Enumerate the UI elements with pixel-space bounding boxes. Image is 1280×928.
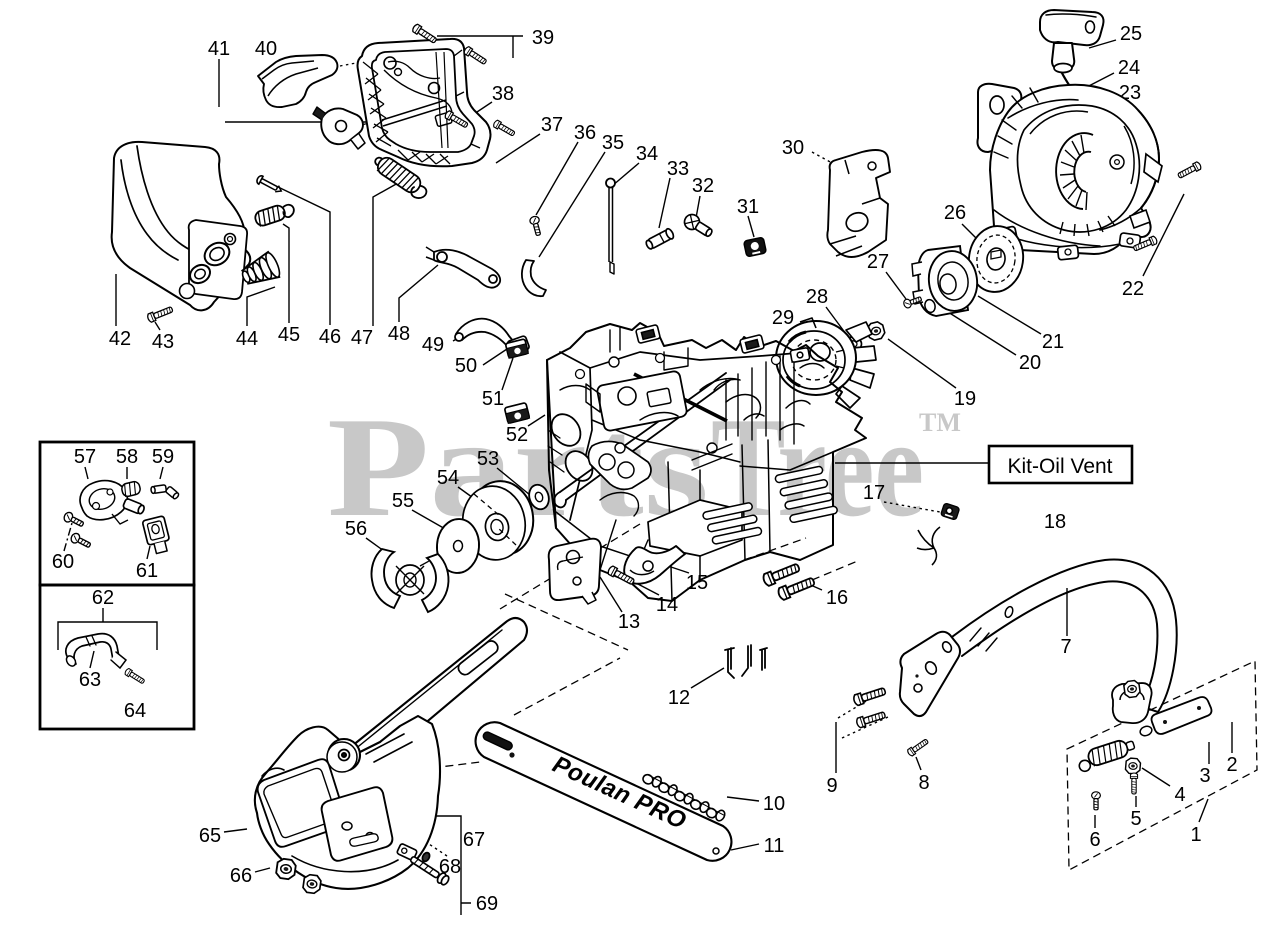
svg-text:41: 41 <box>208 38 230 60</box>
svg-text:25: 25 <box>1120 23 1142 45</box>
svg-text:6: 6 <box>1089 829 1100 851</box>
svg-text:Kit-Oil Vent: Kit-Oil Vent <box>1007 455 1112 478</box>
svg-text:39: 39 <box>532 27 554 49</box>
svg-text:59: 59 <box>152 446 174 468</box>
svg-text:28: 28 <box>806 286 828 308</box>
svg-text:32: 32 <box>692 175 714 197</box>
svg-text:57: 57 <box>74 446 96 468</box>
svg-text:30: 30 <box>782 137 804 159</box>
svg-text:21: 21 <box>1042 331 1064 353</box>
svg-text:4: 4 <box>1174 784 1185 806</box>
svg-text:20: 20 <box>1019 352 1041 374</box>
svg-text:19: 19 <box>954 388 976 410</box>
svg-text:12: 12 <box>668 687 690 709</box>
svg-text:61: 61 <box>136 560 158 582</box>
svg-text:46: 46 <box>319 326 341 348</box>
svg-text:9: 9 <box>826 775 837 797</box>
svg-text:64: 64 <box>124 700 146 722</box>
svg-text:37: 37 <box>541 114 563 136</box>
svg-text:1: 1 <box>1190 824 1201 846</box>
svg-text:31: 31 <box>737 196 759 218</box>
svg-text:33: 33 <box>667 158 689 180</box>
svg-text:3: 3 <box>1199 765 1210 787</box>
svg-text:51: 51 <box>482 388 504 410</box>
svg-text:14: 14 <box>656 594 678 616</box>
svg-text:34: 34 <box>636 143 658 165</box>
svg-text:47: 47 <box>351 327 373 349</box>
svg-text:22: 22 <box>1122 278 1144 300</box>
svg-text:50: 50 <box>455 355 477 377</box>
svg-text:55: 55 <box>392 490 414 512</box>
svg-text:49: 49 <box>422 334 444 356</box>
svg-text:52: 52 <box>506 424 528 446</box>
svg-text:5: 5 <box>1130 808 1141 830</box>
svg-text:58: 58 <box>116 446 138 468</box>
svg-text:48: 48 <box>388 323 410 345</box>
svg-text:44: 44 <box>236 328 258 350</box>
svg-text:24: 24 <box>1118 57 1140 79</box>
svg-text:7: 7 <box>1060 636 1071 658</box>
svg-text:60: 60 <box>52 551 74 573</box>
svg-text:18: 18 <box>1044 511 1066 533</box>
svg-text:66: 66 <box>230 865 252 887</box>
svg-text:56: 56 <box>345 518 367 540</box>
svg-text:29: 29 <box>772 307 794 329</box>
svg-text:63: 63 <box>79 669 101 691</box>
svg-text:40: 40 <box>255 38 277 60</box>
svg-text:27: 27 <box>867 251 889 273</box>
svg-text:16: 16 <box>826 587 848 609</box>
svg-text:10: 10 <box>763 793 785 815</box>
svg-text:26: 26 <box>944 202 966 224</box>
svg-text:65: 65 <box>199 825 221 847</box>
svg-text:43: 43 <box>152 331 174 353</box>
svg-text:13: 13 <box>618 611 640 633</box>
svg-text:11: 11 <box>764 835 785 857</box>
svg-text:69: 69 <box>476 893 498 915</box>
svg-text:8: 8 <box>918 772 929 794</box>
svg-text:36: 36 <box>574 122 596 144</box>
svg-text:62: 62 <box>92 587 114 609</box>
svg-text:45: 45 <box>278 324 300 346</box>
svg-text:17: 17 <box>863 482 885 504</box>
svg-text:53: 53 <box>477 448 499 470</box>
svg-text:2: 2 <box>1226 754 1237 776</box>
svg-text:54: 54 <box>437 467 459 489</box>
svg-text:42: 42 <box>109 328 131 350</box>
svg-text:35: 35 <box>602 132 624 154</box>
svg-text:38: 38 <box>492 83 514 105</box>
svg-text:67: 67 <box>463 829 485 851</box>
svg-text:TM: TM <box>919 408 961 437</box>
